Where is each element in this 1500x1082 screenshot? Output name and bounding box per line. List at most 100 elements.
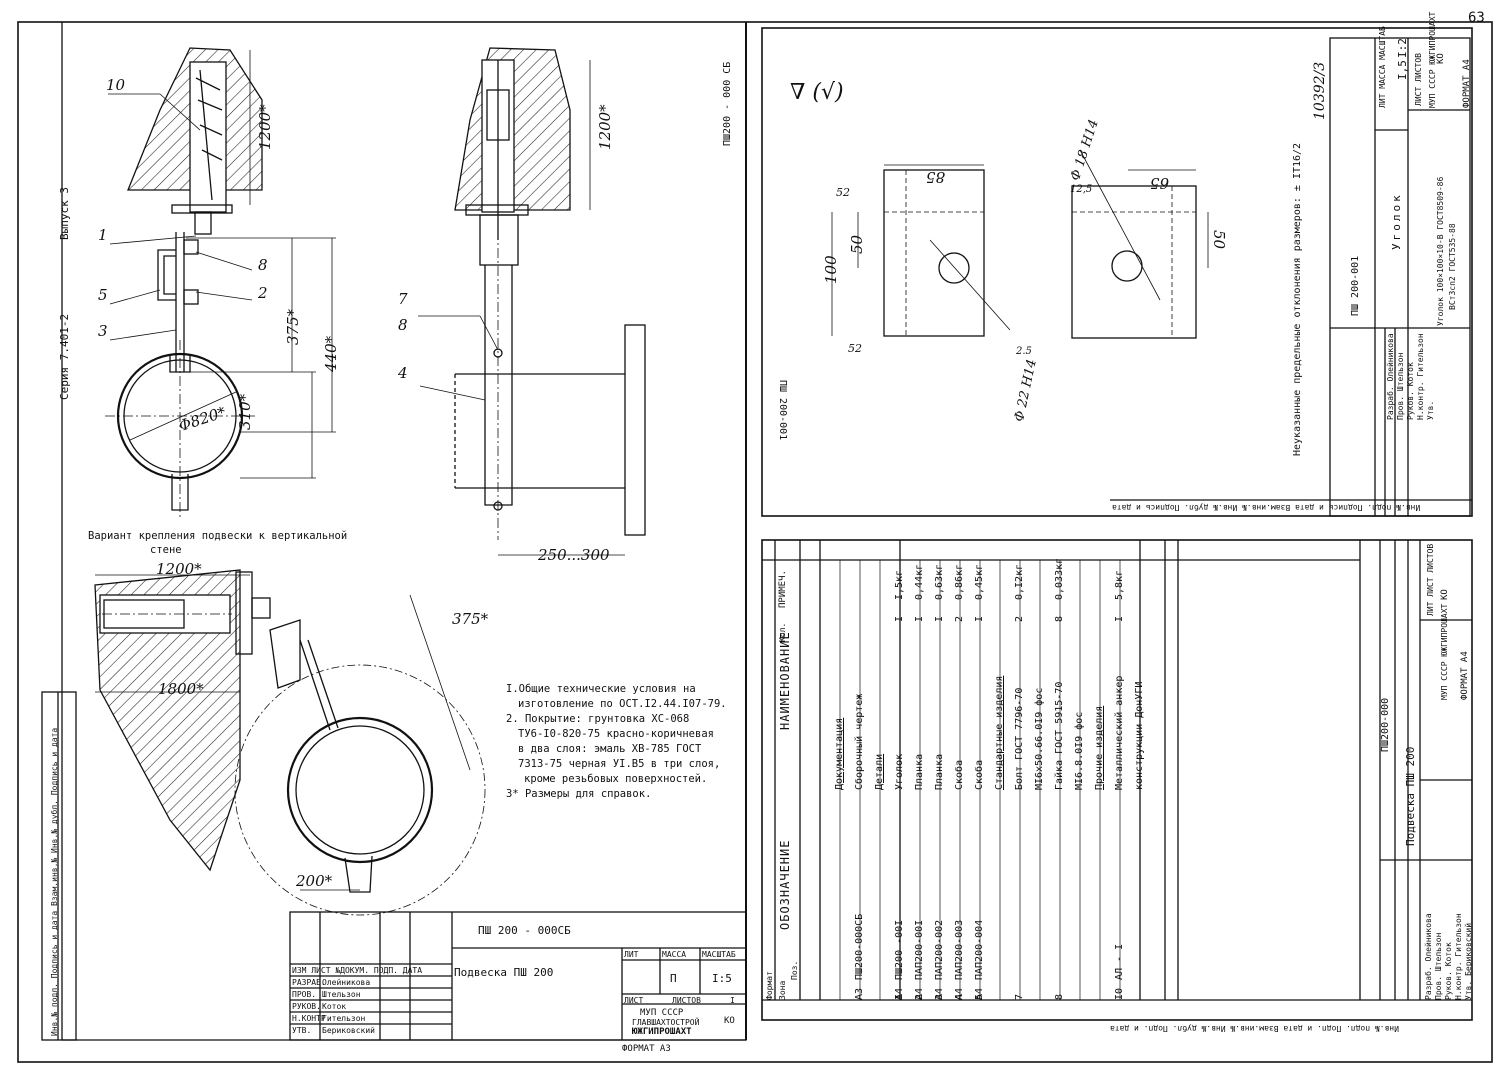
sheet-number: 63 xyxy=(1468,10,1485,26)
spec-cell-pos: I xyxy=(894,993,905,1000)
spec-cell-note: 0,86кг xyxy=(954,563,965,600)
left-tb-mass: П xyxy=(670,972,677,985)
spec-header-qty: Кол. xyxy=(778,622,787,642)
left-tb-scale: I:5 xyxy=(712,972,732,985)
spec-cell-designation: ПАП200-003 xyxy=(954,919,965,980)
left-tb-name: Штельзон xyxy=(322,990,361,999)
left-tb-name: Гительзон xyxy=(322,1014,366,1023)
dim-65: 65 xyxy=(1150,174,1170,192)
spec-cell-name: Документация xyxy=(834,717,845,790)
dim-1200-side: 1200* xyxy=(596,104,614,150)
spec-cell-name: Скоба xyxy=(974,759,985,790)
callout-8b: 8 xyxy=(398,316,408,334)
spec-cell-format: А3 xyxy=(854,987,865,1000)
spec-cell-pos: 4 xyxy=(954,993,965,1000)
spec-tb-title: Подвеска ПШ 200 xyxy=(1404,746,1417,846)
note-line: в два слоя: эмаль ХВ-785 ГОСТ xyxy=(518,743,702,755)
tr-tb-role: Н.контр. Гительзон xyxy=(1416,333,1425,420)
left-tb-org2: ГЛАВШАХТОСТРОЙ xyxy=(632,1018,700,1027)
left-tb-format: ФОРМАТ А3 xyxy=(622,1044,671,1054)
spec-tb-role: Утв. Бериковский xyxy=(1464,922,1473,1000)
spec-tb-role: Пров. Штельзон xyxy=(1434,932,1443,1000)
doc-code-vertical: ПШ200 - 000 СБ xyxy=(722,61,733,146)
spec-cell-name: Стандартные изделия xyxy=(994,675,1005,790)
drawing-number: 10392/3 xyxy=(1312,61,1328,120)
chamfer-2-5: 2.5 xyxy=(1016,346,1032,357)
spec-tb-org-suffix: КО xyxy=(1440,589,1450,600)
dim-375: 375* xyxy=(284,308,302,345)
spec-tb-role: Н.контр. Гительзон xyxy=(1454,913,1463,1000)
spec-cell-name: Сборочный чертеж xyxy=(854,693,865,790)
callout-10: 10 xyxy=(106,76,126,94)
callout-1: 1 xyxy=(98,226,108,244)
spec-cell-designation: ПАП200-002 xyxy=(934,919,945,980)
spec-cell-pos: 5 xyxy=(974,993,985,1000)
spec-cell-name: Детали xyxy=(874,753,885,790)
tr-tb-org-suffix: КО xyxy=(1436,53,1446,64)
spec-header-name: НАИМЕНОВАНИЕ xyxy=(778,631,792,730)
left-tb-org1: МУП СССР xyxy=(640,1008,684,1018)
left-tb-role: Н.КОНТР. xyxy=(292,1014,331,1023)
left-tb-name: Олейникова xyxy=(322,978,371,987)
tr-tb-lit-mass-scale: ЛИТ МАССА МАСШТАБ xyxy=(1378,26,1387,108)
dim-1200-variant: 1200* xyxy=(156,560,202,578)
spec-cell-name: Прочие изделия xyxy=(1094,705,1105,790)
left-tb-role: РУКОВ. xyxy=(292,1002,321,1011)
left-tb-code: ПШ 200 - 000СБ xyxy=(478,924,571,937)
spec-cell-qty: I xyxy=(974,615,985,622)
tr-tb-role: Утв. xyxy=(1426,400,1435,420)
tr-tb-material2: ВСт3сп2 ГОСТ535-88 xyxy=(1448,223,1457,310)
spec-cell-pos: 3 xyxy=(934,993,945,1000)
general-notes: I.Общие технические условия на изготовле… xyxy=(506,682,746,802)
note-line: I.Общие технические условия на xyxy=(506,683,696,695)
spec-cell-name: Скоба xyxy=(954,759,965,790)
spec-cell-note: 0,44кг xyxy=(914,563,925,600)
spec-cell-name: конструкции ДонУГИ xyxy=(1134,681,1145,790)
spec-cell-name: Планка xyxy=(934,753,945,790)
left-tb-title: Подвеска ПШ 200 xyxy=(454,966,554,979)
note-line: 7313-75 черная УI.В5 в три слоя, xyxy=(518,758,721,770)
note-line: кроме резьбовых поверхностей. xyxy=(524,773,708,785)
tr-tb-role: Разраб. Олейникова xyxy=(1386,333,1395,420)
callout-8: 8 xyxy=(258,256,268,274)
part-code-vertical: ПШ 200-001 xyxy=(777,380,788,441)
tr-tb-material1: Уголок 100×100×10-В ГОСТ8509-86 xyxy=(1436,176,1445,326)
roughness-symbol: ∇ (√) xyxy=(790,80,844,105)
spec-cell-designation: ПАП200-004 xyxy=(974,919,985,980)
spec-cell-qty: I xyxy=(1114,615,1125,622)
tr-tb-title: Уголок xyxy=(1390,192,1403,250)
left-tb-scale-h: МАСШТАБ xyxy=(702,950,736,959)
spec-cell-note: 0,63кг xyxy=(934,563,945,600)
spec-cell-name: МI6.8.0I9 фос xyxy=(1074,711,1085,790)
spec-header-pos: Поз. xyxy=(790,960,799,980)
spec-cell-pos: 8 xyxy=(1054,993,1065,1000)
note-line: 3* Размеры для справок. xyxy=(506,788,652,800)
callout-2: 2 xyxy=(258,284,268,302)
spec-cell-name: Металлический анкер xyxy=(1114,675,1125,790)
spec-cell-qty: 2 xyxy=(954,615,965,622)
note-line: ТУ6-I0-820-75 красно-коричневая xyxy=(518,728,714,740)
tr-tb-code: ПШ 200-001 xyxy=(1350,255,1361,316)
variant-caption-line1: Вариант крепления подвески к вертикально… xyxy=(88,530,348,542)
series-label: Серия 7.401-2 xyxy=(58,313,71,400)
callout-5: 5 xyxy=(98,286,108,304)
spec-bottom-stamp: Инв.№ подл. Подп. и дата Взам.инв.№ Инв.… xyxy=(1110,1024,1399,1033)
left-tb-mass-h: МАССА xyxy=(662,950,687,959)
tr-tb-sheet-row: ЛИСТ ЛИСТОВ xyxy=(1414,53,1423,106)
note-line: изготовление по ОСТ.I2.44.I07-79. xyxy=(518,698,727,710)
spec-cell-note: 0,45кг xyxy=(974,563,985,600)
left-tb-org3: ЮЖГИПРОШАХТ xyxy=(632,1027,692,1037)
tr-bottom-stamp: Инв.№ подл. Подпись и дата Взам.инв.№ Ин… xyxy=(1112,503,1421,512)
left-tb-role: УТВ. xyxy=(292,1026,312,1035)
tr-tb-format: ФОРМАТ А4 xyxy=(1462,59,1472,108)
spec-cell-note: I,5кг xyxy=(894,569,905,600)
left-tb-lit-h: ЛИТ xyxy=(624,950,639,959)
dim-100: 100 xyxy=(822,255,840,284)
dim-200-variant: 200* xyxy=(296,872,333,890)
spec-cell-note: 0,033кг xyxy=(1054,557,1065,600)
left-tb-name: Бериковский xyxy=(322,1026,375,1035)
spec-cell-name: МI6х50.66.0I9 фос xyxy=(1034,687,1045,790)
callout-4: 4 xyxy=(398,364,408,382)
spec-cell-name: Гайка ГОСТ 5915-70 xyxy=(1054,681,1065,790)
